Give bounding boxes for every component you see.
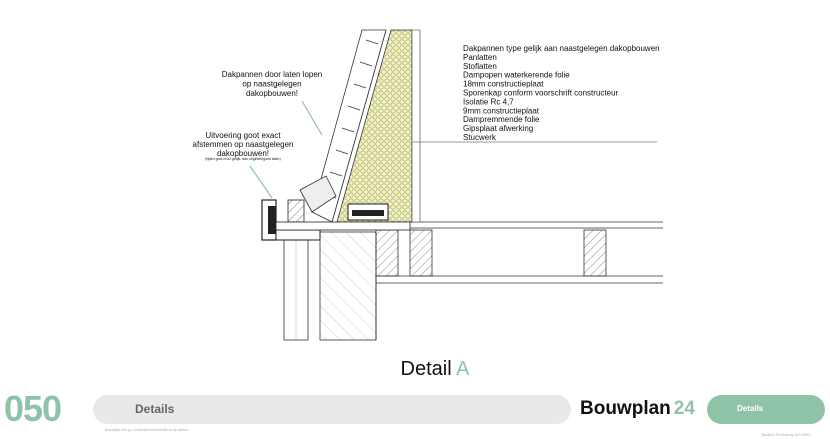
brand-number: 24 xyxy=(673,398,695,419)
wall-section xyxy=(283,231,377,341)
section-pill: Details xyxy=(93,395,571,424)
leader-arrow-tiles xyxy=(301,100,323,136)
note-tiles-line-1: op naastgelegen xyxy=(242,80,301,89)
section-pill-label: Details xyxy=(135,402,175,416)
layer-label-10: Stucwerk xyxy=(463,133,497,142)
note-gutter-line-2: dakopbouwen! xyxy=(217,149,269,158)
construction-detail-drawing: Dakpannen type gelijk aan naastgelegen d… xyxy=(193,29,663,341)
leader-arrow-gutter xyxy=(249,165,273,199)
layer-label-6: Isolatie Rc 4,7 xyxy=(463,97,514,106)
note-tiles-line-0: Dakpannen door laten lopen xyxy=(222,70,323,79)
layer-label-4: 18mm constructieplaat xyxy=(463,80,544,89)
layer-label-9: Gipsplaat afwerking xyxy=(463,124,533,133)
layer-label-0: Dakpannen type gelijk aan naastgelegen d… xyxy=(463,44,660,53)
roof-tiles xyxy=(299,29,387,223)
layer-label-5: Sporenkap conform voorschrift constructe… xyxy=(463,89,619,98)
note-gutter-small: (bijlen goot m.a.t gelijk, dan origineel… xyxy=(205,157,280,161)
floor-structure xyxy=(375,221,663,284)
note-tiles-line-2: dakopbouwen! xyxy=(246,89,298,98)
layer-label-7: 9mm constructieplaat xyxy=(463,106,540,115)
details-tab[interactable]: Details xyxy=(707,395,825,424)
detail-caption: Detail A xyxy=(0,358,830,381)
fine-print-left: Bouwplan 24b pj • onderdeel te bestellen… xyxy=(105,428,188,432)
note-gutter-line-0: Uitvoering goot exact xyxy=(205,131,281,140)
logo: 050 xyxy=(4,388,62,429)
fine-print-right: Bodem Fenestrap 4/7/2020 xyxy=(762,432,811,437)
layer-list: Dakpannen type gelijk aan naastgelegen d… xyxy=(463,44,660,142)
detail-caption-prefix: Detail xyxy=(400,358,452,380)
note-gutter-line-1: afstemmen op naastgelegen xyxy=(193,140,294,149)
layer-label-2: Stoflatten xyxy=(463,62,497,71)
layer-label-8: Dampremmende folie xyxy=(463,115,540,124)
gutter-assembly xyxy=(261,199,411,241)
brand-name: Bouwplan xyxy=(580,398,671,419)
layer-label-3: Dampopen waterkerende folie xyxy=(463,71,570,80)
detail-caption-letter: A xyxy=(456,358,470,380)
layer-label-1: Panlatten xyxy=(463,53,497,62)
details-tab-label: Details xyxy=(737,404,764,413)
roof-insulation xyxy=(331,29,421,223)
